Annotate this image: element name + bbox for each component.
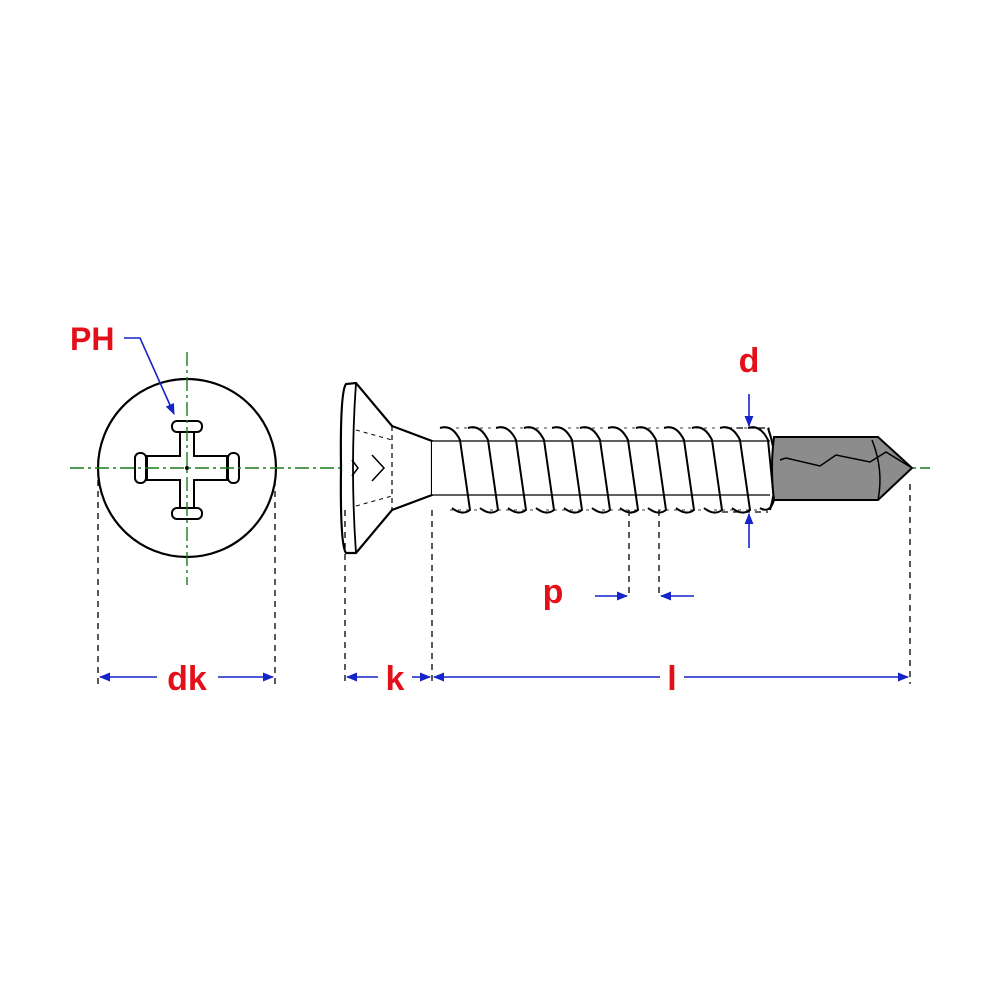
dimension-lines	[97, 337, 911, 684]
label-l: l	[667, 660, 676, 698]
label-dk: dk	[167, 660, 207, 698]
label-d: d	[739, 342, 760, 380]
screw-side-view	[339, 381, 914, 555]
label-k: k	[386, 660, 405, 698]
label-ph: PH	[70, 321, 114, 357]
countersunk-head	[339, 381, 434, 555]
ph-leader-line	[124, 337, 175, 416]
threads	[439, 426, 776, 514]
label-p: p	[543, 573, 564, 611]
drill-tip	[771, 436, 914, 501]
labels: PH d p dk k l	[70, 321, 759, 698]
